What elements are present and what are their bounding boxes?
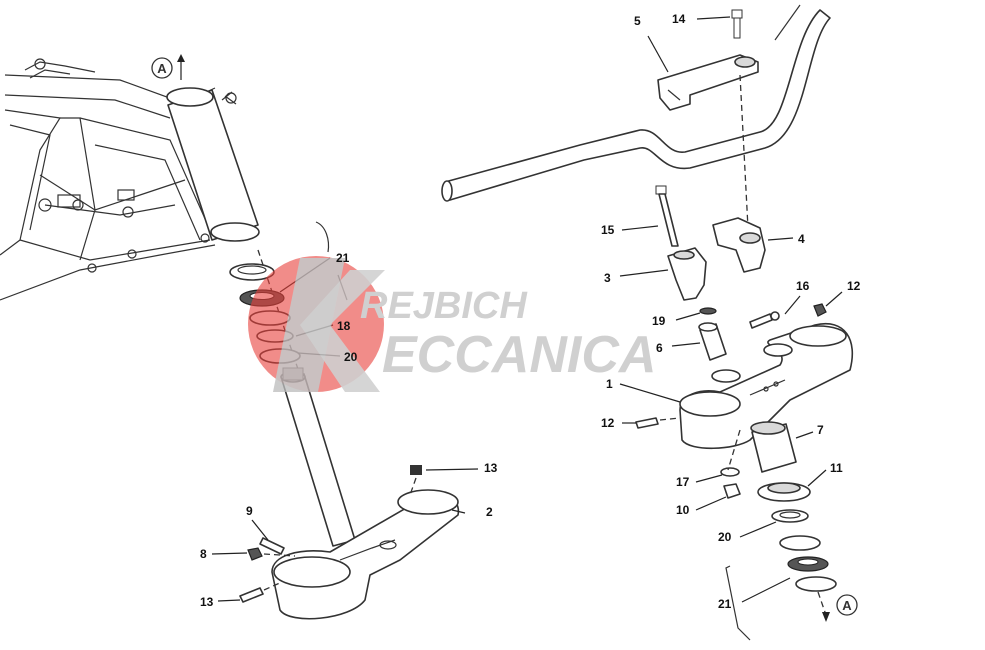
bolt-16	[749, 295, 801, 329]
washer-20-right	[739, 509, 809, 538]
callout-13-upper: 13	[484, 461, 498, 475]
callout-labels: 1 2 3 4 5 6 7 8 9 10 11 12 12 13 13 14 1…	[200, 12, 861, 611]
callout-2: 2	[486, 505, 493, 519]
callout-21-left: 21	[336, 251, 350, 265]
callout-20-left: 20	[344, 350, 358, 364]
callout-18: 18	[337, 319, 351, 333]
steering-stem	[280, 367, 356, 547]
bolt-15	[621, 185, 679, 247]
washer-19	[675, 307, 717, 321]
callout-7: 7	[817, 423, 824, 437]
callout-12-left: 12	[601, 416, 615, 430]
handlebar-clamp-5	[647, 35, 759, 111]
upper-bearing-race	[229, 263, 275, 281]
callout-15: 15	[601, 223, 615, 237]
callout-17: 17	[676, 475, 690, 489]
svg-text:A: A	[842, 598, 852, 613]
callout-14: 14	[672, 12, 686, 26]
callout-16: 16	[796, 279, 810, 293]
callout-5: 5	[634, 14, 641, 28]
reference-mark-bottom: A	[836, 594, 858, 616]
callout-1: 1	[606, 377, 613, 391]
pin-9	[251, 519, 285, 555]
handlebar-riser-3	[619, 247, 707, 301]
callout-4: 4	[798, 232, 805, 246]
bolt-14	[696, 9, 743, 39]
callout-12-top: 12	[847, 279, 861, 293]
handlebar	[441, 4, 831, 202]
svg-text:A: A	[157, 61, 167, 76]
callout-3: 3	[604, 271, 611, 285]
lower-triple-clamp	[271, 489, 460, 620]
callout-21-right: 21	[718, 597, 732, 611]
callout-19: 19	[652, 314, 666, 328]
watermark-text-line2: ECCANICA	[382, 326, 656, 384]
callout-8: 8	[200, 547, 207, 561]
callout-9: 9	[246, 504, 253, 518]
callout-6: 6	[656, 341, 663, 355]
callout-11: 11	[830, 461, 843, 475]
upper-triple-clamp	[619, 322, 854, 450]
handlebar-riser-4	[712, 217, 794, 273]
frame-drawing	[0, 58, 260, 301]
bolt-12-left	[622, 417, 681, 429]
callout-10: 10	[676, 503, 690, 517]
callout-20-right: 20	[718, 530, 732, 544]
rubber-bush-6	[671, 322, 727, 361]
nut-8	[211, 547, 296, 561]
top-bushing-7	[750, 421, 814, 473]
nut-12-top	[813, 291, 843, 317]
bolt-13-upper	[409, 465, 479, 496]
nut-10	[695, 483, 741, 511]
reference-mark-top: A	[151, 54, 185, 80]
watermark-logo: REJBICH ECCANICA	[248, 256, 656, 392]
watermark-text-line1: REJBICH	[360, 285, 528, 327]
washer-17	[695, 467, 740, 483]
bolt-13-lower	[217, 581, 283, 603]
bearing-21-right	[779, 535, 837, 592]
callout-13-lower: 13	[200, 595, 214, 609]
nut-11	[757, 469, 827, 502]
